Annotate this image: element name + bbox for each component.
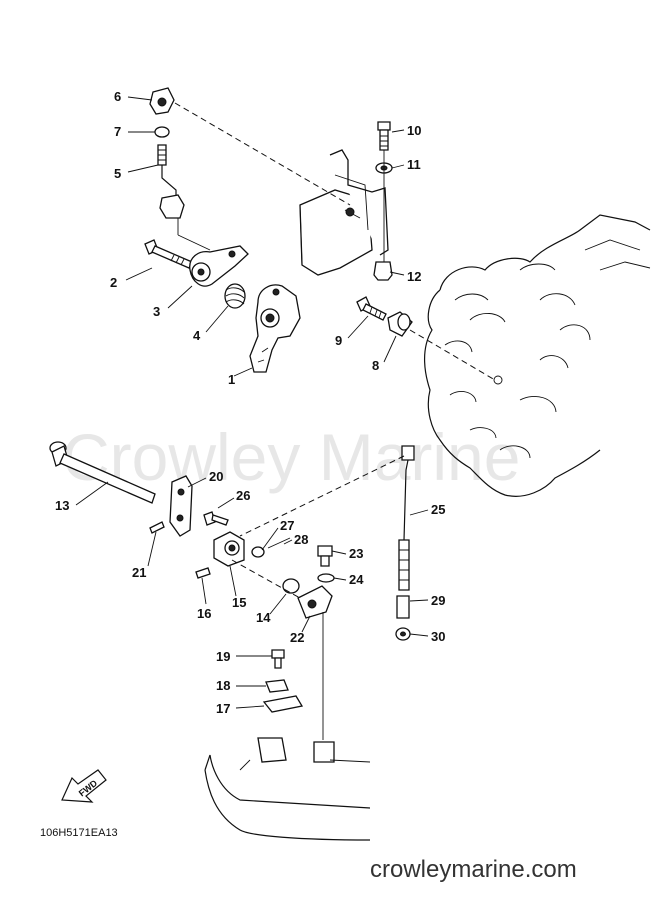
center-line-25	[239, 455, 405, 537]
callout-10: 10	[407, 123, 421, 138]
callout-22: 22	[290, 630, 304, 645]
callout-19: 19	[216, 649, 230, 664]
part-20-plate	[169, 475, 193, 537]
part-14-bushing	[282, 578, 300, 594]
callout-23: 23	[349, 546, 363, 561]
part-28-clip	[267, 537, 291, 549]
part-29-sleeve	[396, 595, 410, 619]
callout-7: 7	[114, 124, 121, 139]
part-30-nut-hole	[400, 631, 406, 637]
callout-21: 21	[132, 565, 146, 580]
part-26-screw	[203, 511, 229, 526]
callout-20: 20	[209, 469, 223, 484]
callout-14: 14	[256, 610, 271, 625]
part-2-bolt	[144, 239, 193, 269]
part-8-collar	[387, 311, 413, 337]
callout-24: 24	[349, 572, 364, 587]
part-18-plate	[265, 679, 289, 693]
callout-6: 6	[114, 89, 121, 104]
callout-numbers: 1 2 3 4 5 6 7 8 9 10 11 12 13 14 15 16 1…	[55, 89, 445, 716]
callout-28: 28	[294, 532, 308, 547]
part-5-link-rod	[157, 144, 185, 219]
throttle-bracket	[299, 149, 389, 276]
center-line-8	[409, 329, 496, 381]
part-24-washer	[317, 573, 335, 583]
part-3-lever	[189, 245, 249, 287]
callout-2: 2	[110, 275, 117, 290]
callout-25: 25	[431, 502, 445, 517]
part-6-ball-joint	[149, 87, 175, 115]
part-15-lever-block	[213, 531, 245, 567]
part-27-washer	[251, 546, 265, 558]
callout-4: 4	[193, 328, 201, 343]
callout-17: 17	[216, 701, 230, 716]
callout-12: 12	[407, 269, 421, 284]
engine-block	[423, 214, 651, 497]
fwd-label: FWD	[77, 778, 100, 799]
leader-5-3b	[177, 234, 211, 251]
callout-15: 15	[232, 595, 246, 610]
callout-16: 16	[197, 606, 211, 621]
callout-26: 26	[236, 488, 250, 503]
center-line-6	[174, 102, 351, 206]
callout-29: 29	[431, 593, 445, 608]
callout-11: 11	[407, 157, 421, 172]
site-footer: crowleymarine.com	[370, 856, 577, 883]
part-19-screw	[271, 649, 285, 669]
callout-3: 3	[153, 304, 160, 319]
part-22-joint	[297, 585, 333, 619]
base-housing	[204, 737, 371, 841]
part-12-cap	[373, 261, 393, 281]
part-4-spring	[224, 283, 246, 309]
part-23-bolt	[317, 545, 333, 567]
part-1-cam-lever	[249, 284, 301, 373]
callout-30: 30	[431, 629, 445, 644]
watermark: Crowley Marine	[62, 420, 520, 494]
callout-18: 18	[216, 678, 230, 693]
part-25-rod	[398, 445, 415, 591]
callout-13: 13	[55, 498, 69, 513]
part-7-nut	[154, 126, 170, 138]
callout-9: 9	[335, 333, 342, 348]
part-10-bolt	[377, 121, 391, 151]
callout-5: 5	[114, 166, 121, 181]
callout-8: 8	[372, 358, 379, 373]
callout-1: 1	[228, 372, 235, 387]
fwd-arrow-icon: FWD	[61, 769, 107, 803]
part-9-bolt	[356, 296, 387, 321]
part-code: 106H5171EA13	[40, 827, 118, 839]
callout-27: 27	[280, 518, 294, 533]
part-13-shaft	[49, 441, 156, 504]
center-line-15	[231, 559, 301, 599]
part-17-clamp	[262, 695, 304, 713]
callout-leaders	[75, 96, 429, 709]
part-21-pin	[149, 521, 165, 534]
part-16-pin	[195, 567, 211, 579]
